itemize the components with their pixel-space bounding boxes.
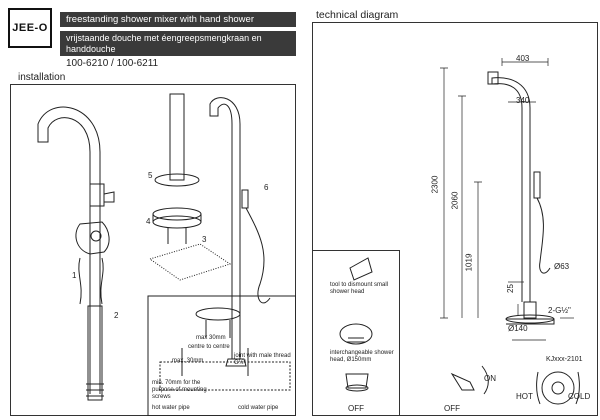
technical-heading: technical diagram bbox=[316, 9, 399, 21]
callout-3: 3 bbox=[202, 235, 207, 244]
detail-joint-label: joint with male thread G½" bbox=[234, 353, 291, 366]
detail-cold-pipe: cold water pipe bbox=[238, 405, 279, 411]
dim-dia63: Ø63 bbox=[554, 262, 570, 271]
dim-thread: 2-G½" bbox=[548, 306, 571, 315]
note-tool: tool to dismount small shower head bbox=[330, 282, 389, 295]
label-off-1: OFF bbox=[348, 404, 364, 413]
dim-1019: 1019 bbox=[464, 253, 474, 272]
detail-centre-label: centre to centre bbox=[188, 344, 230, 350]
detail-max-label: max 30mm bbox=[196, 335, 226, 341]
label-off-2: OFF bbox=[444, 404, 460, 413]
product-codes: 100-6210 / 100-6211 bbox=[66, 58, 159, 69]
title-dutch: vrijstaande douche met éengreepsmengkraa… bbox=[60, 31, 296, 56]
installation-drawing: 1 2 3 4 5 6 bbox=[37, 93, 296, 416]
callout-2: 2 bbox=[114, 311, 119, 320]
dim-340: 340 bbox=[516, 96, 530, 105]
dim-25: 25 bbox=[505, 284, 515, 293]
detail-max-depth: max. 30mm bbox=[172, 358, 204, 364]
detail-min-label: min. 70mm for the purpose of mounting sc… bbox=[152, 380, 207, 400]
dim-2300: 2300 bbox=[430, 175, 440, 194]
label-on: ON bbox=[484, 374, 496, 383]
title-english: freestanding shower mixer with hand show… bbox=[60, 12, 296, 27]
dim-2060: 2060 bbox=[450, 191, 460, 210]
callout-5: 5 bbox=[148, 171, 153, 180]
technical-panel bbox=[312, 22, 598, 416]
dim-403: 403 bbox=[516, 54, 530, 63]
ref-code: KJxxx-2101 bbox=[546, 356, 583, 363]
label-hot: HOT bbox=[516, 392, 533, 401]
brand-logo: JEE-O bbox=[8, 8, 52, 48]
callout-1: 1 bbox=[72, 271, 77, 280]
installation-heading: installation bbox=[18, 72, 66, 83]
technical-drawing bbox=[339, 58, 580, 405]
dim-dia140: Ø140 bbox=[508, 324, 528, 333]
technical-left-strip bbox=[312, 250, 400, 416]
note-shower-head: interchangeable shower head, Ø150mm bbox=[330, 350, 394, 363]
callout-4: 4 bbox=[146, 217, 151, 226]
label-cold: COLD bbox=[568, 392, 591, 401]
callout-6: 6 bbox=[264, 183, 269, 192]
detail-hot-pipe: hot water pipe bbox=[152, 405, 190, 411]
